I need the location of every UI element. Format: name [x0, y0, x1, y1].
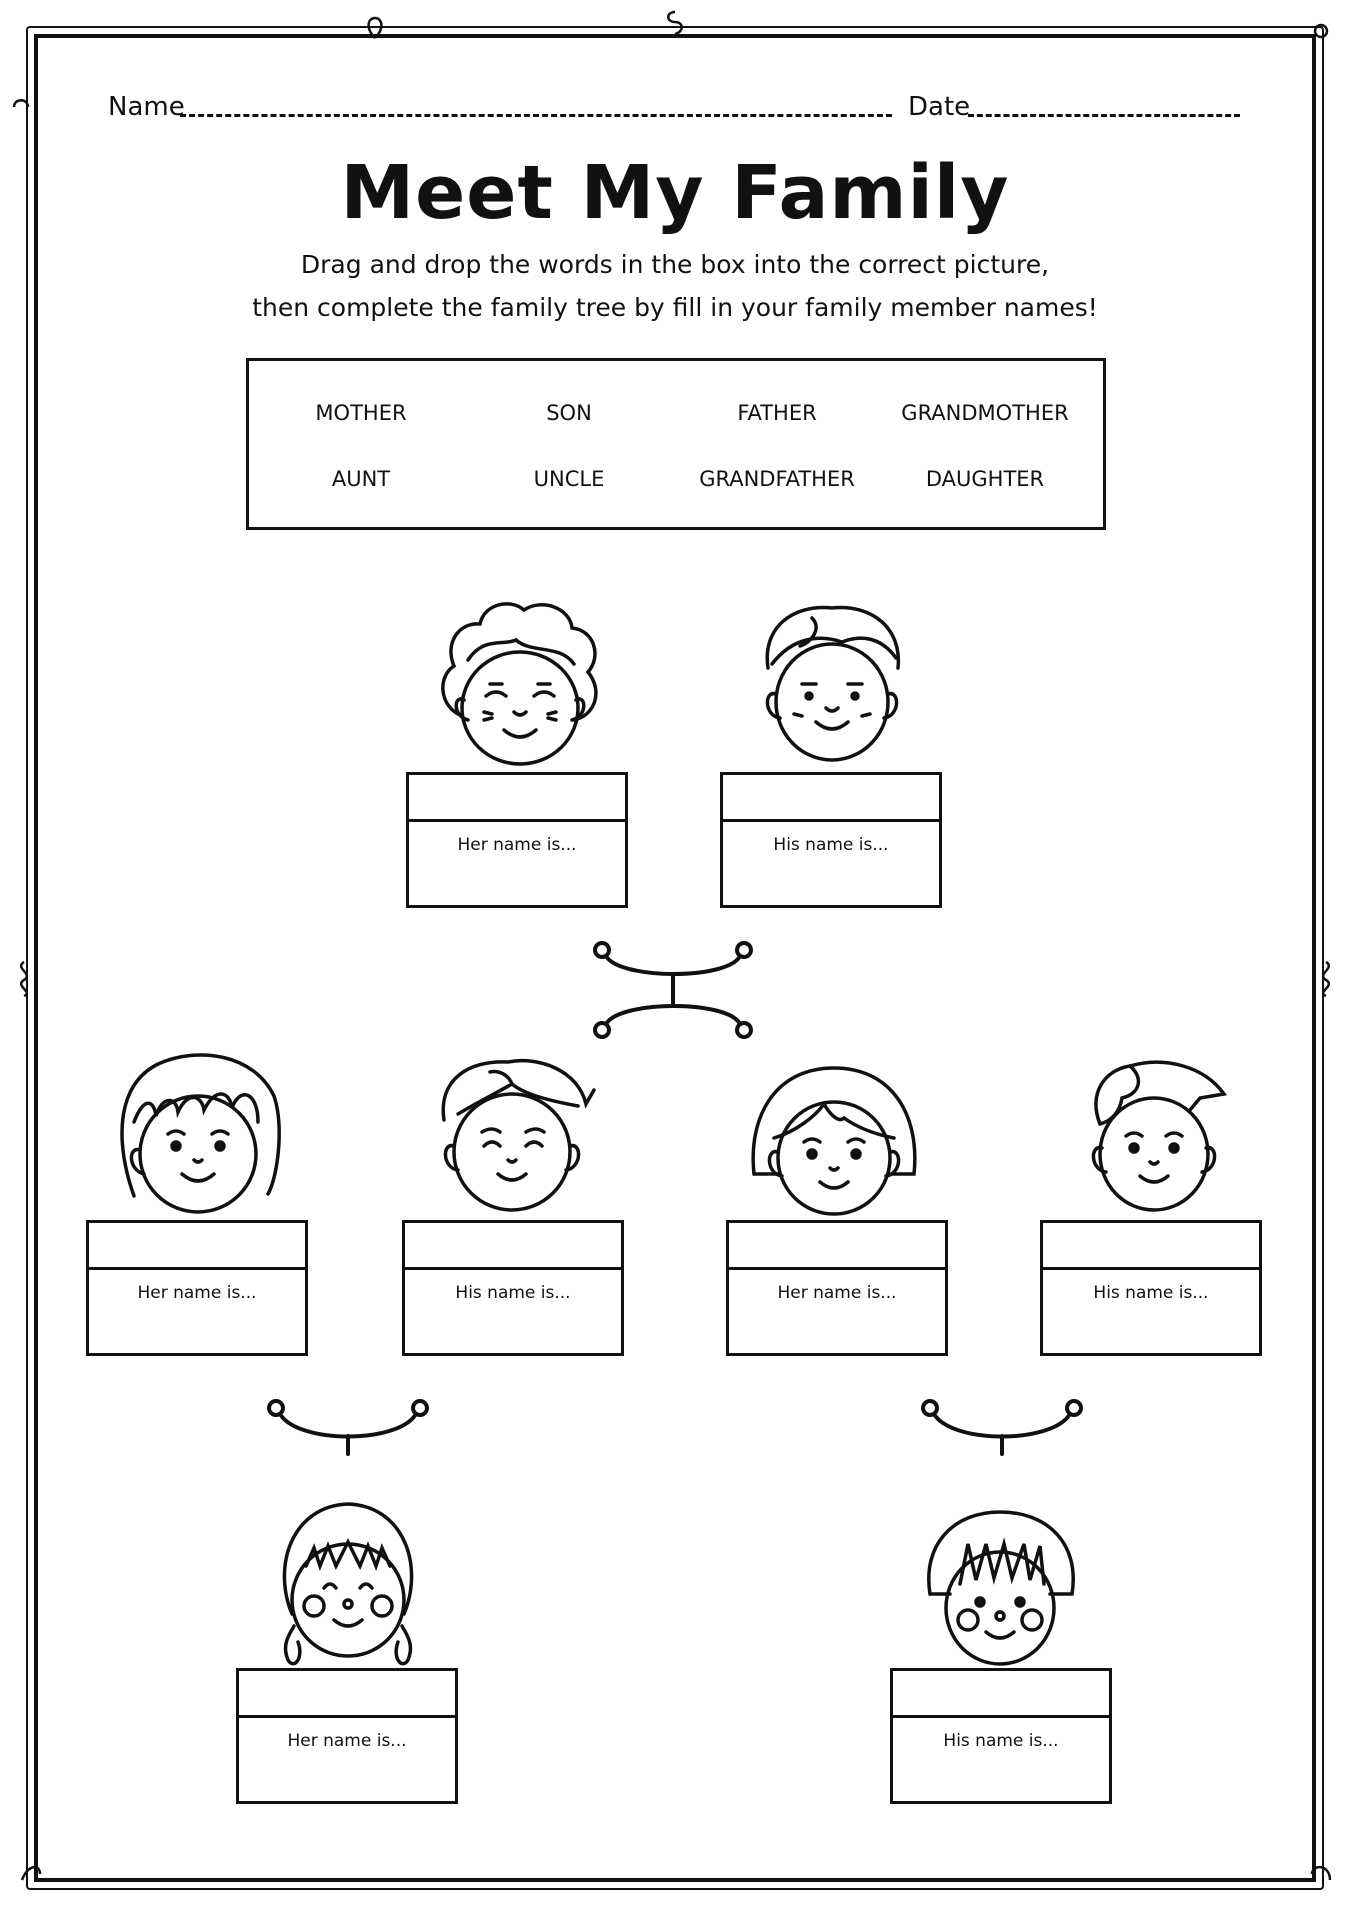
son-card: His name is... — [890, 1668, 1112, 1804]
daughter-card: Her name is... — [236, 1668, 458, 1804]
name-label: Name — [108, 92, 185, 122]
word-son[interactable]: SON — [546, 401, 592, 425]
word-aunt[interactable]: AUNT — [331, 467, 391, 491]
family-tree-connector — [918, 1396, 1086, 1460]
loop-ornament-icon — [1308, 1860, 1334, 1886]
date-field[interactable] — [968, 114, 1240, 117]
girl-face-icon — [258, 1496, 438, 1672]
name-prompt[interactable]: His name is... — [455, 1283, 571, 1303]
uncle-card: His name is... — [402, 1220, 624, 1356]
family-tree-connector — [264, 1396, 432, 1460]
name-field[interactable] — [180, 114, 892, 117]
role-drop-slot[interactable] — [405, 1223, 621, 1270]
name-prompt[interactable]: His name is... — [773, 835, 889, 855]
loop-ornament-icon — [10, 958, 36, 998]
loop-ornament-icon — [362, 14, 388, 40]
name-prompt[interactable]: Her name is... — [287, 1731, 407, 1751]
loop-ornament-icon — [662, 8, 688, 36]
role-drop-slot[interactable] — [893, 1671, 1109, 1718]
loop-ornament-icon — [18, 1860, 44, 1886]
role-drop-slot[interactable] — [729, 1223, 945, 1270]
word-bank: MOTHER SON FATHER GRANDMOTHER AUNT UNCLE… — [246, 358, 1106, 530]
name-prompt[interactable]: Her name is... — [457, 835, 577, 855]
page-title: Meet My Family — [340, 150, 1010, 236]
name-prompt[interactable]: Her name is... — [137, 1283, 257, 1303]
instruction-line-2: then complete the family tree by fill in… — [252, 293, 1098, 322]
page-border-outer — [26, 26, 1324, 1890]
loop-ornament-icon — [1314, 958, 1340, 998]
word-mother[interactable]: MOTHER — [315, 401, 407, 425]
name-prompt[interactable]: His name is... — [1093, 1283, 1209, 1303]
woman-bob-face-icon — [744, 1058, 924, 1218]
grandfather-face-icon — [752, 598, 912, 770]
word-grandfather[interactable]: GRANDFATHER — [699, 467, 855, 491]
word-uncle[interactable]: UNCLE — [533, 467, 605, 491]
role-drop-slot[interactable] — [1043, 1223, 1259, 1270]
boy-face-icon — [920, 1504, 1082, 1668]
loop-ornament-icon — [10, 94, 36, 120]
word-grandmother[interactable]: GRANDMOTHER — [901, 401, 1069, 425]
woman-face-icon — [108, 1046, 288, 1216]
grandmother-card: Her name is... — [406, 772, 628, 908]
role-drop-slot[interactable] — [239, 1671, 455, 1718]
man-face-icon — [1074, 1054, 1234, 1218]
role-drop-slot[interactable] — [89, 1223, 305, 1270]
father-card: His name is... — [1040, 1220, 1262, 1356]
instruction-line-1: Drag and drop the words in the box into … — [300, 250, 1050, 279]
role-drop-slot[interactable] — [409, 775, 625, 822]
loop-ornament-icon — [1308, 18, 1334, 44]
page-border — [34, 34, 1316, 1882]
grandmother-face-icon — [424, 596, 614, 770]
man-face-icon — [428, 1050, 598, 1218]
date-label: Date — [908, 92, 971, 122]
word-father[interactable]: FATHER — [737, 401, 817, 425]
name-prompt[interactable]: His name is... — [943, 1731, 1059, 1751]
word-daughter[interactable]: DAUGHTER — [925, 467, 1045, 491]
family-tree-connector — [590, 940, 760, 1040]
grandfather-card: His name is... — [720, 772, 942, 908]
aunt-card: Her name is... — [86, 1220, 308, 1356]
role-drop-slot[interactable] — [723, 775, 939, 822]
name-prompt[interactable]: Her name is... — [777, 1283, 897, 1303]
mother-card: Her name is... — [726, 1220, 948, 1356]
